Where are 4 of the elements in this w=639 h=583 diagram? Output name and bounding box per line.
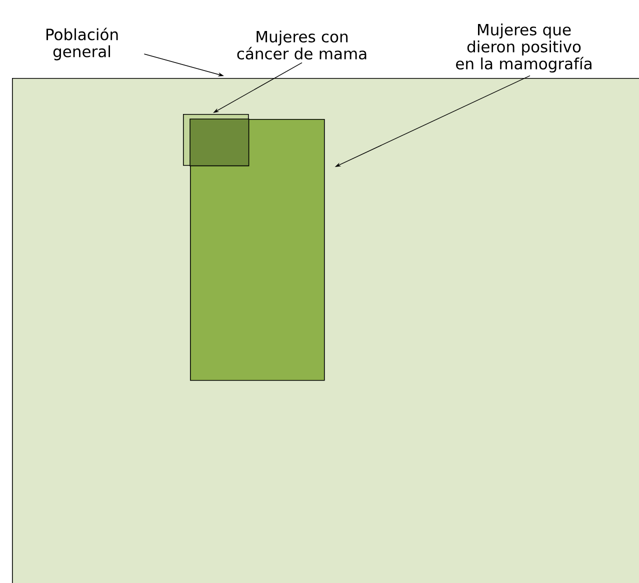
population-label: Población general: [46, 28, 118, 60]
positive-area: [190, 119, 325, 381]
cancer-label: Mujeres con cáncer de mama: [237, 30, 366, 60]
positive-label: Mujeres que dieron positivo en la mamografía: [456, 24, 592, 72]
